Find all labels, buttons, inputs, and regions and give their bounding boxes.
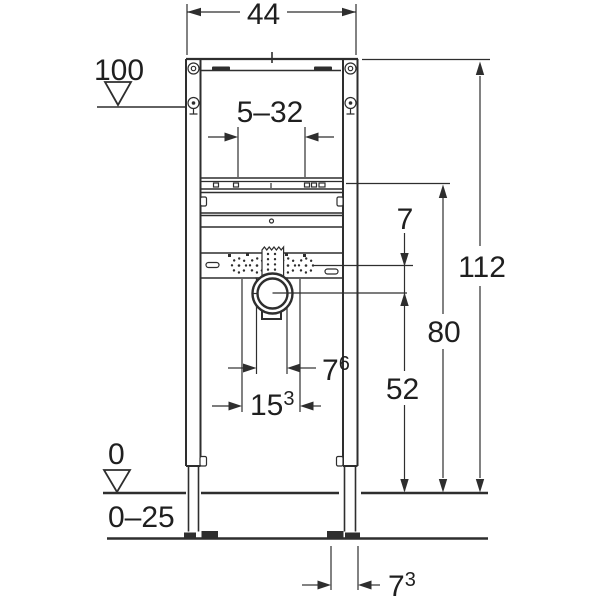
screw-icon	[344, 62, 357, 75]
dim-label-112: 112	[458, 251, 506, 284]
arrow-right-icon	[342, 7, 356, 17]
dimension-width-44: 44	[186, 0, 357, 55]
dim-label-52: 52	[386, 373, 419, 406]
arrow-right-icon	[224, 132, 238, 142]
arrow-up-icon	[438, 184, 448, 198]
arrow-right-icon	[317, 580, 331, 590]
arrow-down-icon	[400, 479, 409, 493]
dim-label-7: 7	[397, 203, 414, 236]
arrow-right-icon	[243, 363, 257, 373]
foot-left	[184, 531, 218, 539]
leader-lines	[272, 182, 450, 294]
datum-triangle-icon	[103, 81, 133, 107]
crossbar-band	[200, 214, 343, 228]
dimension-15-3: 153	[212, 388, 321, 422]
dimension-7-6: 76	[228, 353, 350, 387]
screw-icon	[187, 62, 200, 75]
arrow-up-icon	[475, 61, 485, 75]
anchor-icon	[187, 96, 200, 115]
crossbar-panel	[199, 191, 344, 214]
plate-slot-right	[324, 268, 339, 275]
leg-left	[187, 455, 208, 532]
frame-structure	[184, 52, 360, 539]
wall-fixing-screws	[187, 62, 357, 115]
arrow-right-icon	[228, 401, 242, 411]
dim-label-7-6: 76	[322, 353, 350, 387]
arrow-left-icon	[358, 580, 372, 590]
dimension-112: 112	[362, 58, 506, 493]
arrow-left-icon	[300, 401, 314, 411]
arrow-up-icon	[400, 292, 409, 306]
dimension-range-5-32: 5–32	[208, 96, 334, 177]
arrow-left-icon	[287, 363, 301, 373]
datum-level-0: 0 0–25	[102, 438, 175, 534]
dim-label-80: 80	[427, 316, 460, 349]
arrow-down-icon	[400, 253, 409, 267]
dim-label-7-3: 73	[388, 569, 416, 600]
dim-label-0: 0	[108, 438, 125, 471]
dimension-7-and-52: 7 52	[386, 203, 419, 493]
datum-level-100: 100	[94, 54, 186, 108]
arrow-down-icon	[438, 479, 448, 493]
dim-label-5-32: 5–32	[237, 96, 304, 129]
arrow-down-icon	[475, 479, 485, 493]
dimension-80: 80	[427, 184, 461, 493]
anchor-icon	[344, 96, 357, 115]
mounting-rail-upper	[200, 177, 343, 190]
datum-triangle-icon	[102, 469, 132, 494]
plate-slot-left	[205, 261, 220, 269]
leg-clip-left	[199, 455, 208, 467]
foot-right	[327, 531, 360, 539]
arrow-left-icon	[305, 132, 319, 142]
leg-clip-right	[335, 455, 344, 467]
drill-pattern	[228, 253, 315, 274]
dim-label-44: 44	[247, 0, 280, 31]
arrow-left-icon	[187, 7, 201, 17]
dim-label-0-25: 0–25	[108, 501, 175, 534]
leg-right	[335, 455, 357, 532]
dim-label-15-3: 153	[250, 388, 295, 422]
dimension-7-3: 73	[302, 546, 416, 600]
